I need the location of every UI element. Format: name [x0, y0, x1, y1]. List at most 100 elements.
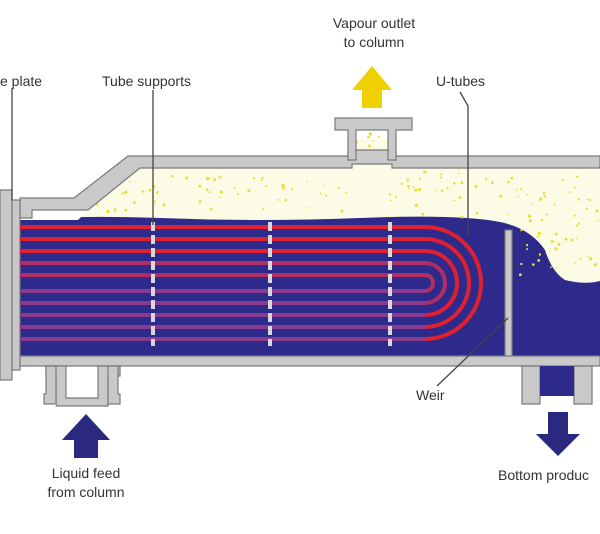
vapour-bubble: [507, 181, 510, 184]
vapour-bubble: [198, 185, 201, 188]
label-tube-plate: e plate: [0, 72, 42, 91]
vapour-bubble: [574, 262, 576, 264]
vapour-bubble: [485, 178, 487, 180]
vapour-bubble: [213, 178, 216, 181]
vapour-bubble: [529, 219, 532, 222]
vapour-bubble: [395, 196, 397, 198]
vapour-bubble: [237, 193, 239, 195]
vapour-bubble: [476, 212, 479, 215]
vapour-bubble: [320, 192, 322, 194]
vapour-bubble: [520, 188, 522, 190]
vapour-bubble: [291, 188, 293, 190]
vapour-bubble: [519, 273, 522, 276]
vapour-bubble: [407, 178, 409, 180]
vapour-bubble: [528, 215, 531, 218]
vapour-bubble: [508, 213, 510, 215]
vapour-bubble: [589, 199, 591, 201]
vapour-bubble: [550, 266, 552, 268]
vapour-bubble: [491, 181, 494, 184]
vapour-bubble: [133, 201, 136, 204]
vapour-bubble: [369, 132, 372, 135]
vapour-bubble: [265, 185, 267, 187]
vapour-bubble: [565, 238, 568, 241]
vapour-bubble: [185, 176, 188, 179]
weir: [505, 230, 512, 356]
vapour-bubble: [516, 189, 518, 191]
vapour-bubble: [440, 177, 442, 179]
vapour-bubble: [539, 253, 541, 255]
label-vapour-outlet: Vapour outlet to column: [324, 14, 424, 52]
vapour-bubble: [247, 189, 250, 192]
vapour-bubble: [124, 191, 127, 194]
vapour-bubble: [345, 191, 347, 193]
vapour-bubble: [407, 185, 409, 187]
vapour-bubble: [555, 268, 557, 270]
vapour-bubble: [576, 225, 578, 227]
vapour-bubble: [220, 191, 223, 194]
vapour-bubble: [537, 259, 540, 262]
label-u-tubes: U-tubes: [436, 72, 485, 91]
shell-bottom-wall: [20, 356, 600, 366]
vapour-bubble: [474, 185, 477, 188]
vapour-bubble: [499, 195, 502, 198]
vapour-bubble: [277, 199, 279, 201]
vapour-bubble: [368, 145, 371, 148]
vapour-bubble: [306, 181, 308, 183]
vapour-bubble: [206, 188, 209, 191]
vapour-bubble: [378, 136, 380, 138]
vapour-bubble: [415, 204, 418, 207]
vapour-bubble: [526, 248, 528, 250]
vapour-outlet-arrow: [352, 66, 392, 108]
vapour-bubble: [537, 236, 539, 238]
vapour-bubble: [436, 189, 438, 191]
vapour-bubble: [578, 198, 580, 200]
vapour-bubble: [546, 213, 548, 215]
vapour-bubble: [458, 172, 460, 174]
vapour-bubble: [323, 185, 325, 187]
vapour-bubble: [571, 239, 574, 242]
vapour-bubble: [589, 257, 592, 260]
vapour-bubble: [340, 210, 343, 213]
vapour-bubble: [587, 199, 589, 201]
vapour-bubble: [517, 196, 519, 198]
vapour-bubble: [461, 216, 464, 219]
vapour-bubble: [594, 263, 597, 266]
vapour-bubble: [129, 181, 131, 183]
vapour-bubble: [281, 184, 284, 187]
vapour-bubble: [414, 189, 417, 192]
liquid-feed-arrow: [62, 414, 110, 458]
vapour-bubble: [407, 181, 409, 183]
tube-plate: [12, 200, 20, 370]
product-nozzle-right: [574, 366, 592, 404]
vapour-bubble: [454, 199, 456, 201]
vapour-bubble: [423, 171, 426, 174]
vapour-bubble: [597, 220, 599, 222]
vapour-bubble: [510, 177, 513, 180]
vapour-bubble: [106, 210, 109, 213]
vapour-bubble: [162, 203, 165, 206]
vapour-bubble: [209, 191, 211, 193]
vapour-bubble: [554, 247, 557, 250]
vapour-bubble: [558, 244, 561, 247]
label-liquid-feed: Liquid feed from column: [36, 464, 136, 502]
bottom-product-arrow: [536, 412, 580, 456]
vapour-bubble: [149, 189, 152, 192]
vapour-bubble: [234, 187, 236, 189]
vapour-bubble: [253, 177, 255, 179]
vapour-bubble: [325, 194, 327, 196]
vapour-bubble: [586, 208, 588, 210]
vapour-bubble: [580, 258, 582, 260]
vapour-bubble: [520, 263, 522, 265]
vapour-bubble: [261, 177, 263, 179]
vapour-bubble: [210, 208, 213, 211]
feed-nozzle-flange-left: [44, 366, 56, 404]
vapour-bubble: [541, 219, 543, 221]
vapour-bubble: [460, 181, 463, 184]
vapour-bubble: [453, 182, 456, 185]
vapour-bubble: [553, 204, 555, 206]
vapour-bubble: [440, 173, 442, 175]
vapour-bubble: [578, 223, 580, 225]
vapour-bubble: [218, 176, 220, 178]
